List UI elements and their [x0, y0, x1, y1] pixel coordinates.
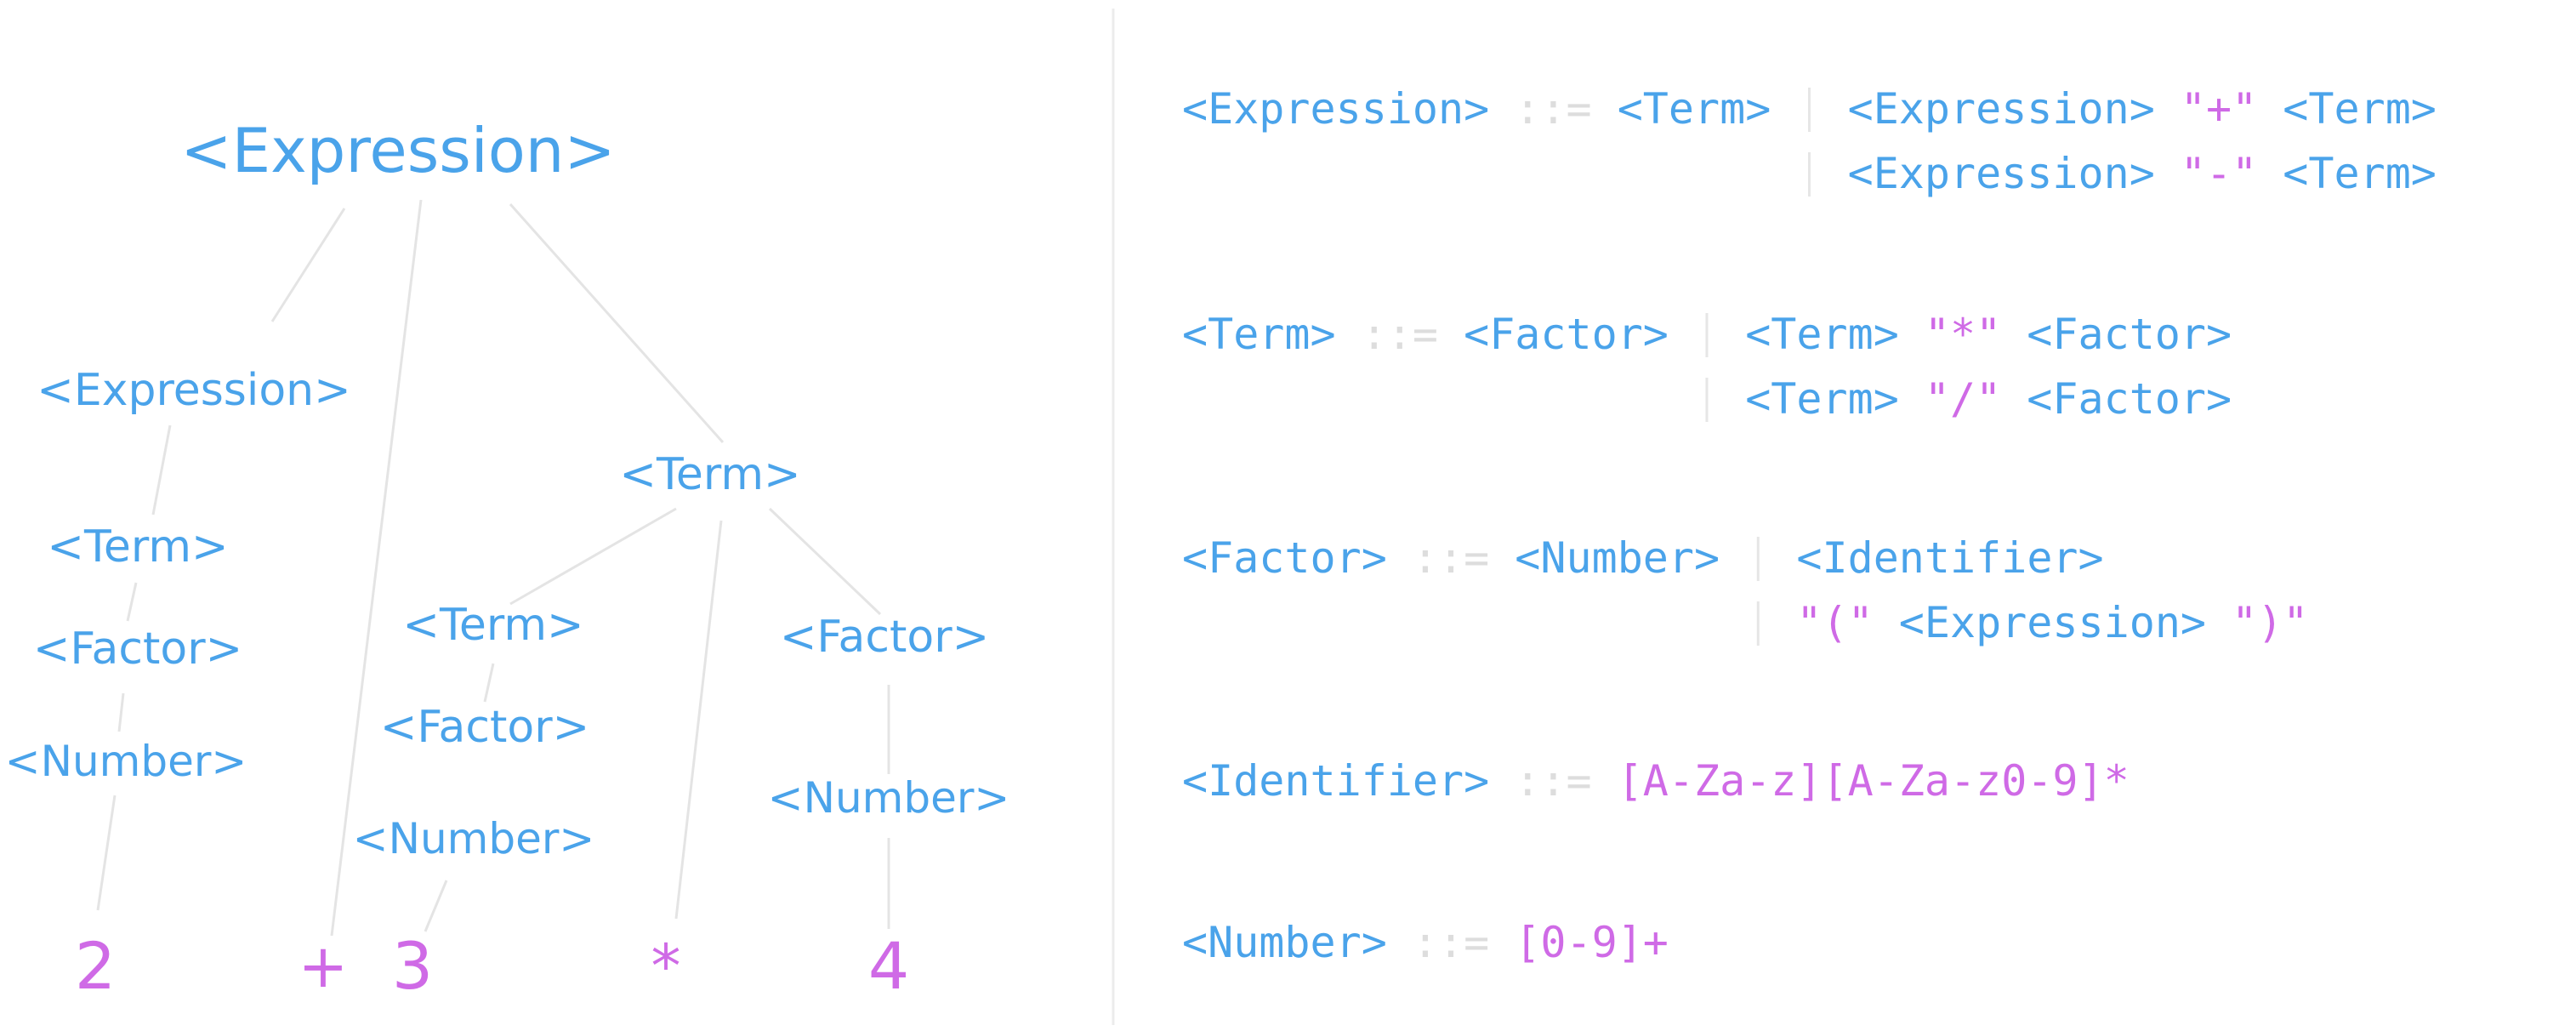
- rule-2-alt-0-tok-0: <Identifier>: [1796, 533, 2103, 583]
- edge-leftterm-leftfactor: [126, 582, 138, 622]
- edge-innernumber-3: [424, 880, 448, 932]
- rule-3-first-0: [A-Za-z][A-Za-z0-9]*: [1618, 756, 2130, 806]
- leaf-star: *: [651, 931, 681, 1001]
- rule-3-define: ::=: [1515, 756, 1591, 806]
- edge-rightterm-star: [674, 520, 723, 920]
- tree-node-inner-term: <Term>: [402, 600, 583, 651]
- rule-2-alt-1-tok-1: <Expression>: [1899, 598, 2206, 647]
- rule-0-alt-1-tok-0: <Expression>: [1848, 149, 2155, 198]
- edge-rightterm-innerterm: [509, 507, 677, 606]
- rule-1-alt-1-tok-0: <Term>: [1745, 374, 1899, 424]
- rule-3-lhs: <Identifier>: [1182, 756, 1489, 806]
- rule-2-lhs: <Factor>: [1182, 533, 1387, 583]
- parse-tree-edges: [96, 199, 890, 937]
- rule-0-first-0: <Term>: [1618, 84, 1771, 134]
- rule-1-first-0: <Factor>: [1464, 310, 1669, 359]
- tree-node-inner-number: <Number>: [353, 814, 595, 863]
- edge-leftfactor-leftnumber: [117, 692, 125, 732]
- rule-2-alt-1-tok-2: ")": [2232, 598, 2308, 647]
- rule-0-alt-1-tok-2: <Term>: [2283, 149, 2437, 198]
- edge-root-rightterm: [509, 203, 725, 443]
- tree-node-left-factor: <Factor>: [33, 624, 242, 675]
- rule-4-lhs: <Number>: [1182, 918, 1387, 967]
- leaf-plus: +: [299, 931, 349, 1001]
- parse-tree-nodes: <Expression> <Expression> <Term> <Factor…: [5, 115, 1010, 863]
- rule-2-alt-1-tok-0: "(": [1796, 598, 1873, 647]
- rule-0-alt-0-tok-2: <Term>: [2283, 84, 2437, 134]
- rule-0-lhs: <Expression>: [1182, 84, 1489, 134]
- tree-node-right-number: <Number>: [768, 773, 1010, 823]
- grammar-rules: <Expression>::=<Term><Expression>"+"<Ter…: [1182, 84, 2437, 967]
- tree-node-right-term: <Term>: [619, 449, 800, 500]
- leaf-4: 4: [868, 928, 909, 1004]
- edge-innerterm-innerfactor: [483, 663, 495, 703]
- rule-4-define: ::=: [1413, 918, 1489, 967]
- rule-1-alt-1-tok-2: <Factor>: [2027, 374, 2232, 424]
- leaf-2: 2: [75, 928, 116, 1004]
- edge-leftnumber-2: [96, 795, 117, 911]
- rule-1-alt-0-tok-0: <Term>: [1745, 310, 1899, 359]
- tree-node-left-number: <Number>: [5, 737, 247, 786]
- tree-node-left-expression: <Expression>: [37, 365, 350, 416]
- edge-leftexpr-leftterm: [151, 424, 172, 516]
- rule-4-first-0: [0-9]+: [1515, 918, 1669, 967]
- rule-2-first-0: <Number>: [1515, 533, 1720, 583]
- edge-root-leftexpr: [270, 208, 346, 322]
- leaf-3: 3: [392, 928, 433, 1004]
- rule-1-alt-0-tok-1: "*": [1925, 310, 2001, 359]
- rule-0-alt-1-tok-1: "-": [2181, 149, 2257, 198]
- tree-node-root: <Expression>: [180, 115, 616, 186]
- edge-root-plus: [330, 199, 423, 937]
- edge-rightterm-rightfactor: [768, 507, 882, 616]
- tree-node-right-factor: <Factor>: [780, 612, 989, 663]
- rule-0-alt-0-tok-0: <Expression>: [1848, 84, 2155, 134]
- parse-tree-leaves: 2 + 3 * 4: [75, 928, 909, 1004]
- tree-node-inner-factor: <Factor>: [380, 702, 589, 753]
- rule-1-lhs: <Term>: [1182, 310, 1336, 359]
- rule-0-alt-0-tok-1: "+": [2181, 84, 2257, 134]
- rule-1-alt-1-tok-1: "/": [1925, 374, 2001, 424]
- rule-0-define: ::=: [1515, 84, 1591, 134]
- rule-2-define: ::=: [1413, 533, 1489, 583]
- rule-1-alt-0-tok-2: <Factor>: [2027, 310, 2232, 359]
- tree-node-left-term: <Term>: [47, 521, 228, 572]
- rule-1-define: ::=: [1362, 310, 1438, 359]
